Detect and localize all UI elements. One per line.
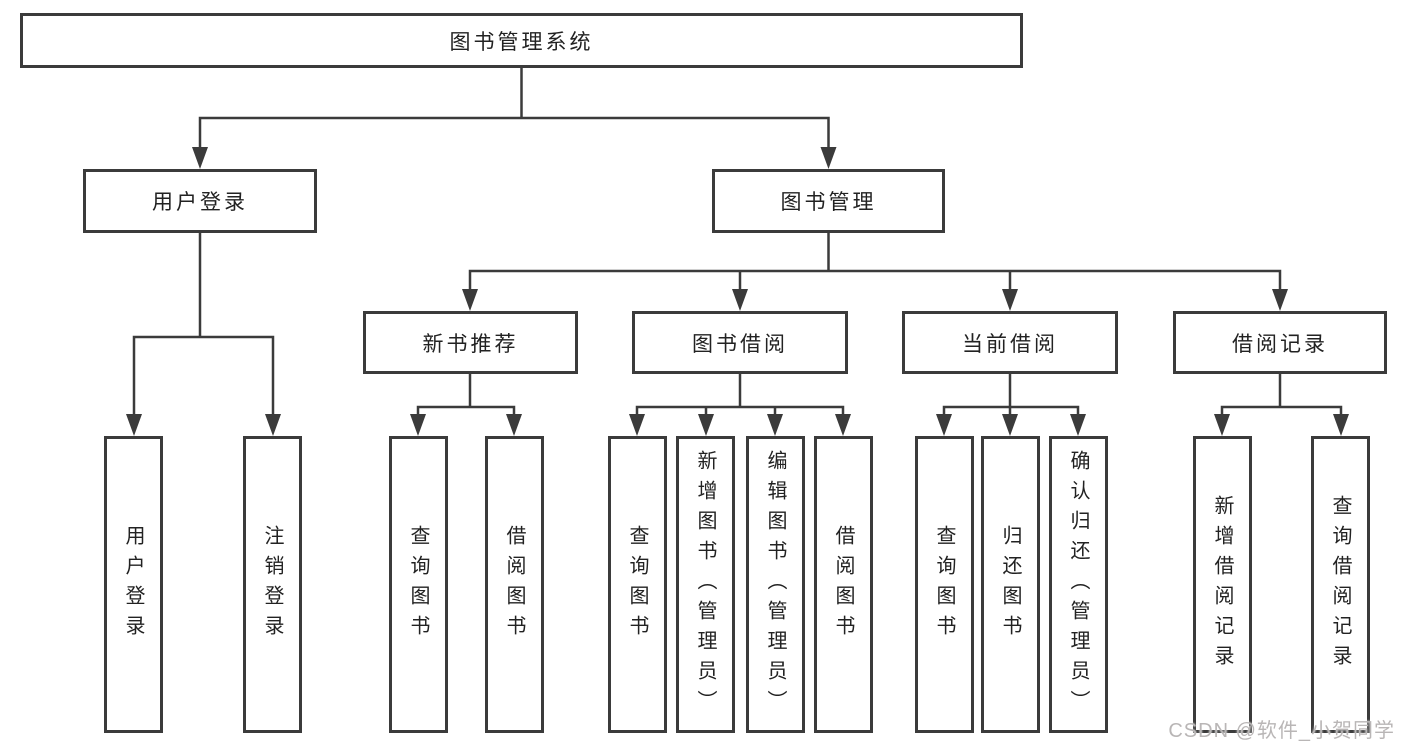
node-user-login: 用户登录	[83, 169, 317, 233]
leaf-add-borrow-record: 新增借阅记录	[1193, 436, 1252, 733]
leaf-add-books-admin: 新增图书（管理员）	[676, 436, 735, 733]
node-borrowing-records: 借阅记录	[1173, 311, 1387, 374]
node-label: 借阅图书	[832, 524, 854, 645]
node-label: 借阅图书	[503, 524, 525, 645]
node-book-borrowing: 图书借阅	[632, 311, 848, 374]
node-label: 图书管理	[780, 191, 877, 214]
node-label: 图书借阅	[692, 332, 788, 356]
node-label: 借阅记录	[1232, 332, 1328, 356]
node-label: 确认归还（管理员）	[1067, 449, 1089, 720]
leaf-borrow-books-borrowing: 借阅图书	[814, 436, 873, 733]
node-label: 新书推荐	[422, 332, 519, 356]
leaf-borrow-books-recommend: 借阅图书	[485, 436, 544, 733]
node-label: 当前借阅	[962, 332, 1058, 356]
node-label: 图书管理系统	[449, 30, 594, 54]
leaf-query-books-borrowing: 查询图书	[608, 436, 667, 733]
node-library-management-system: 图书管理系统	[20, 13, 1023, 68]
node-label: 新增借阅记录	[1211, 494, 1233, 675]
node-label: 查询图书	[407, 524, 429, 645]
watermark-text: CSDN @软件_小贺同学	[1168, 720, 1395, 742]
leaf-query-borrow-record: 查询借阅记录	[1311, 436, 1370, 733]
leaf-edit-books-admin: 编辑图书（管理员）	[746, 436, 805, 733]
node-label: 用户登录	[122, 524, 144, 645]
leaf-logout: 注销登录	[243, 436, 302, 733]
leaf-query-books-current: 查询图书	[915, 436, 974, 733]
leaf-return-books: 归还图书	[981, 436, 1040, 733]
node-label: 注销登录	[261, 524, 283, 645]
leaf-user-login: 用户登录	[104, 436, 163, 733]
node-label: 查询图书	[626, 524, 648, 645]
node-label: 编辑图书（管理员）	[764, 449, 786, 720]
node-label: 新增图书（管理员）	[694, 449, 716, 720]
node-label: 用户登录	[152, 191, 248, 214]
node-label: 查询图书	[933, 524, 955, 645]
node-current-borrowing: 当前借阅	[902, 311, 1118, 374]
leaf-confirm-return-admin: 确认归还（管理员）	[1049, 436, 1108, 733]
node-book-management: 图书管理	[712, 169, 945, 233]
node-label: 查询借阅记录	[1329, 494, 1351, 675]
node-new-book-recommendation: 新书推荐	[363, 311, 578, 374]
leaf-query-books-recommend: 查询图书	[389, 436, 448, 733]
node-label: 归还图书	[999, 524, 1021, 645]
